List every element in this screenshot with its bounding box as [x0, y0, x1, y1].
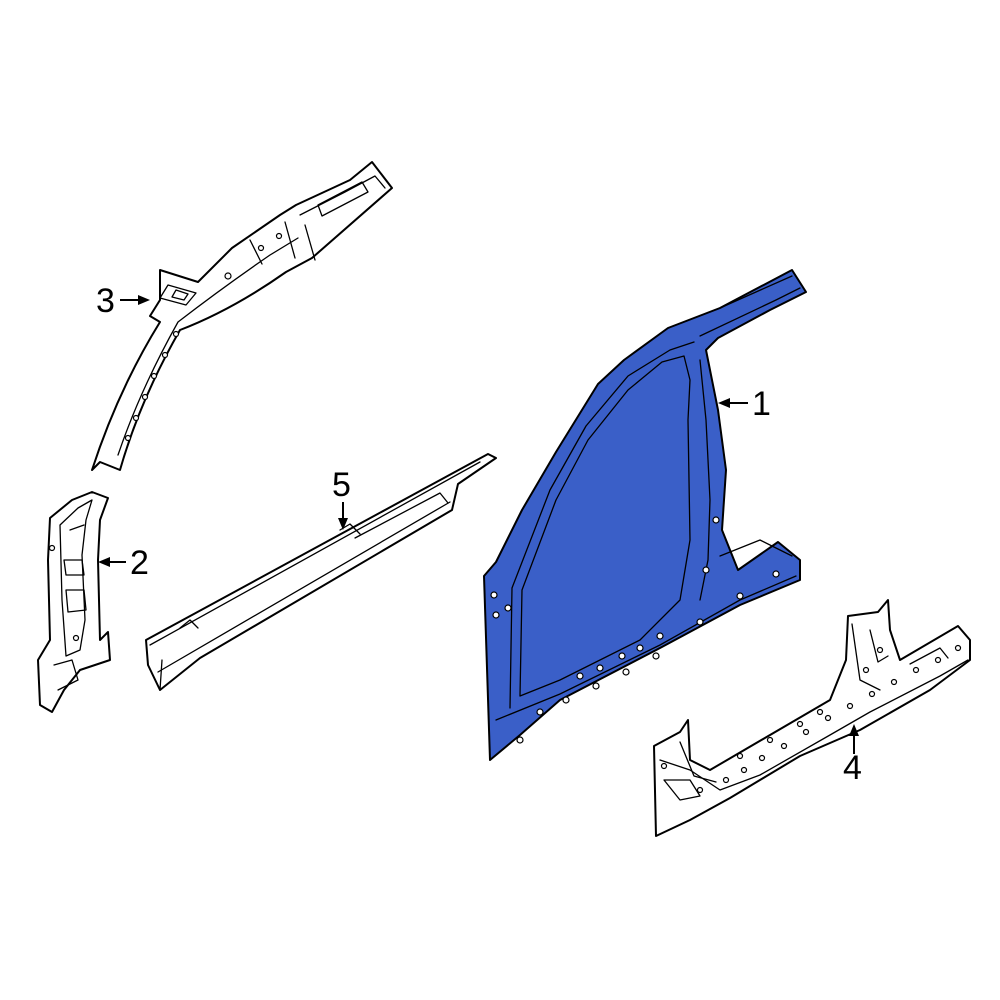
part-2-hinge-pillar[interactable]	[37, 491, 111, 713]
callout-5: 5	[332, 466, 351, 530]
callout-label-3: 3	[96, 282, 115, 320]
callout-4: 4	[843, 724, 862, 787]
part-1-body-side-outer[interactable]	[483, 269, 807, 761]
callout-label-4: 4	[843, 749, 862, 787]
part-4-rocker-reinforcement[interactable]	[653, 599, 971, 837]
callout-3: 3	[96, 282, 150, 320]
callout-label-2: 2	[130, 544, 149, 582]
part-3-roof-rail[interactable]	[91, 161, 393, 471]
callout-1: 1	[718, 385, 771, 423]
callout-label-5: 5	[332, 466, 351, 504]
callout-2: 2	[98, 544, 149, 582]
callout-label-1: 1	[752, 385, 771, 423]
part-5-inner-rocker[interactable]	[145, 453, 497, 691]
